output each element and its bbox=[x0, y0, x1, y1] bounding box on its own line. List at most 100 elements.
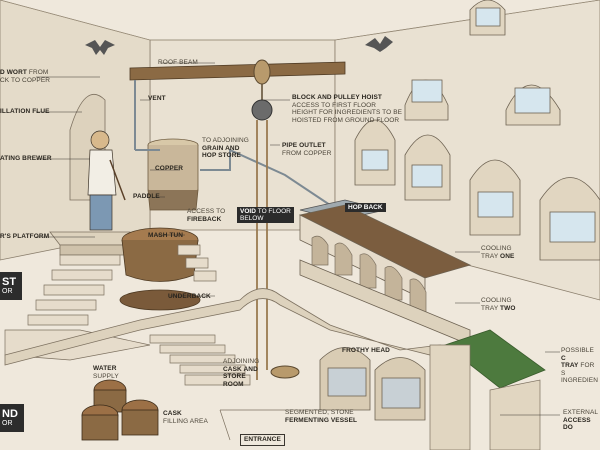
cask-store-bold3: Room bbox=[223, 380, 244, 388]
label-possible: Possible C Tray for S Ingredien bbox=[561, 347, 600, 385]
second-floor-tab-big: nd bbox=[2, 408, 18, 420]
external-bold: Access Do bbox=[563, 416, 591, 432]
label-hoist: Block and Pulley Hoist Access to First F… bbox=[292, 94, 402, 124]
brewer-figure bbox=[87, 130, 126, 231]
bat-right-icon bbox=[365, 36, 393, 52]
grain-pre: To Adjoining bbox=[202, 137, 249, 144]
underback-bold: Underback bbox=[168, 293, 211, 300]
label-entrance: Entrance bbox=[240, 434, 285, 446]
label-external: External Access Do bbox=[563, 409, 600, 432]
moss-tray bbox=[444, 329, 546, 389]
label-cooling-two: Cooling Tray Two bbox=[481, 297, 516, 312]
copper-bold: Copper bbox=[155, 165, 184, 172]
label-water: Water Supply bbox=[93, 365, 119, 380]
lower-stairs bbox=[149, 334, 251, 386]
casks bbox=[81, 379, 159, 441]
label-void: Void to Floor Below bbox=[237, 207, 294, 223]
flue-bold: illation Flue bbox=[0, 108, 50, 115]
cask-fill-text: Filling Area bbox=[163, 417, 208, 425]
pipe-bold: Pipe Outlet bbox=[282, 142, 326, 149]
windows bbox=[354, 0, 600, 261]
void-mid: to Floor bbox=[257, 208, 291, 215]
wort-text: From bbox=[28, 69, 49, 76]
external-pre: External bbox=[563, 409, 599, 416]
label-pipe: Pipe Outlet From Copper bbox=[282, 142, 332, 157]
hoist-text2: Height for Ingredients to be bbox=[292, 109, 403, 116]
arcade bbox=[311, 235, 427, 316]
entrance-text: Entrance bbox=[244, 436, 281, 443]
cooling-one-pre: Cooling bbox=[481, 245, 512, 252]
cask-fill-bold: Cask bbox=[163, 410, 182, 417]
fireback-pre: Access to bbox=[187, 208, 226, 215]
ceiling-lines bbox=[0, 0, 600, 41]
possible-pre: Possible bbox=[561, 347, 594, 354]
possible-bold2: Tray bbox=[561, 362, 579, 369]
platform-bold: r's Platform bbox=[0, 233, 50, 240]
label-cooling-one: Cooling Tray One bbox=[481, 245, 514, 260]
cooling-two-pre2: Tray bbox=[481, 304, 499, 312]
label-platform: r's Platform bbox=[0, 233, 49, 241]
fermenting-vessel bbox=[319, 347, 426, 421]
second-floor-tab: nd or bbox=[0, 404, 24, 432]
first-floor-tab-small: or bbox=[2, 288, 13, 295]
cooling-one-pre2: Tray bbox=[481, 252, 499, 260]
cask-store-bold2: Store bbox=[223, 373, 246, 380]
cask-store-pre: Adjoining bbox=[223, 358, 260, 365]
segmented-pre: Segmented, Stone bbox=[285, 409, 354, 416]
cooling-two-pre: Cooling bbox=[481, 297, 512, 304]
pipe-text: From Copper bbox=[282, 149, 332, 157]
label-mash-tun: Mash Tun bbox=[148, 232, 183, 240]
pulley-hoist bbox=[251, 59, 300, 380]
label-paddle: Paddle bbox=[133, 193, 160, 201]
label-cask-fill: Cask Filling Area bbox=[163, 410, 208, 425]
roof-beam-text: Roof Beam bbox=[158, 59, 198, 66]
grain-bold: Grain and bbox=[202, 144, 240, 152]
label-fireback: Access to Fireback bbox=[187, 208, 225, 223]
possible-bold: C bbox=[561, 354, 566, 362]
paddle-bold: Paddle bbox=[133, 193, 160, 200]
leader-lines bbox=[36, 62, 560, 416]
void-bold: Void bbox=[240, 208, 256, 215]
void-post: Below bbox=[240, 215, 264, 222]
brewer-bold: ating Brewer bbox=[0, 155, 52, 162]
water-text: Supply bbox=[93, 372, 119, 380]
cooling-two-bold: Two bbox=[500, 304, 516, 312]
hoist-text: Access to First Floor bbox=[292, 101, 377, 109]
cooling-one-bold: One bbox=[500, 252, 515, 260]
first-floor-tab: st or bbox=[0, 272, 23, 300]
vent-bold: Vent bbox=[148, 95, 166, 102]
hop-back-bold: Hop Back bbox=[348, 204, 383, 211]
label-wort: d Wort From ck to Copper bbox=[0, 69, 50, 84]
entrance-gate bbox=[219, 409, 330, 441]
wort-bold: d Wort bbox=[0, 69, 27, 76]
first-floor-tab-big: st bbox=[2, 276, 17, 288]
wort-text2: ck to Copper bbox=[0, 76, 51, 84]
center-steps bbox=[177, 244, 217, 282]
cask-store-bold: Cask and bbox=[223, 365, 258, 373]
label-segmented: Segmented, Stone Fermenting Vessel bbox=[285, 409, 357, 424]
label-frothy: Frothy Head bbox=[342, 347, 390, 355]
segmented-bold: Fermenting Vessel bbox=[285, 416, 358, 424]
possible-post: for S bbox=[561, 362, 595, 377]
label-hop-back: Hop Back bbox=[345, 203, 386, 212]
mash-tun-bold: Mash Tun bbox=[148, 232, 184, 239]
grain-post: Hop Store bbox=[202, 152, 241, 159]
second-floor-tab-small: or bbox=[2, 420, 13, 427]
bat-left-icon bbox=[85, 40, 115, 55]
roof-beam bbox=[129, 61, 346, 81]
fireback-bold: Fireback bbox=[187, 215, 222, 223]
water-bold: Water bbox=[93, 365, 117, 372]
label-cask-store: Adjoining Cask and Store Room bbox=[223, 358, 259, 388]
label-flue: illation Flue bbox=[0, 108, 50, 116]
label-brewer: ating Brewer bbox=[0, 155, 52, 163]
possible-post2: Ingredien bbox=[561, 377, 599, 384]
label-copper: Copper bbox=[155, 165, 183, 173]
label-underback: Underback bbox=[168, 293, 211, 301]
label-roof-beam: Roof Beam bbox=[158, 59, 198, 67]
hoist-text3: Hoisted from Ground Floor bbox=[292, 116, 400, 124]
pipes bbox=[134, 80, 331, 206]
label-vent: Vent bbox=[148, 95, 166, 103]
label-grain: To Adjoining Grain and Hop Store bbox=[202, 137, 249, 160]
